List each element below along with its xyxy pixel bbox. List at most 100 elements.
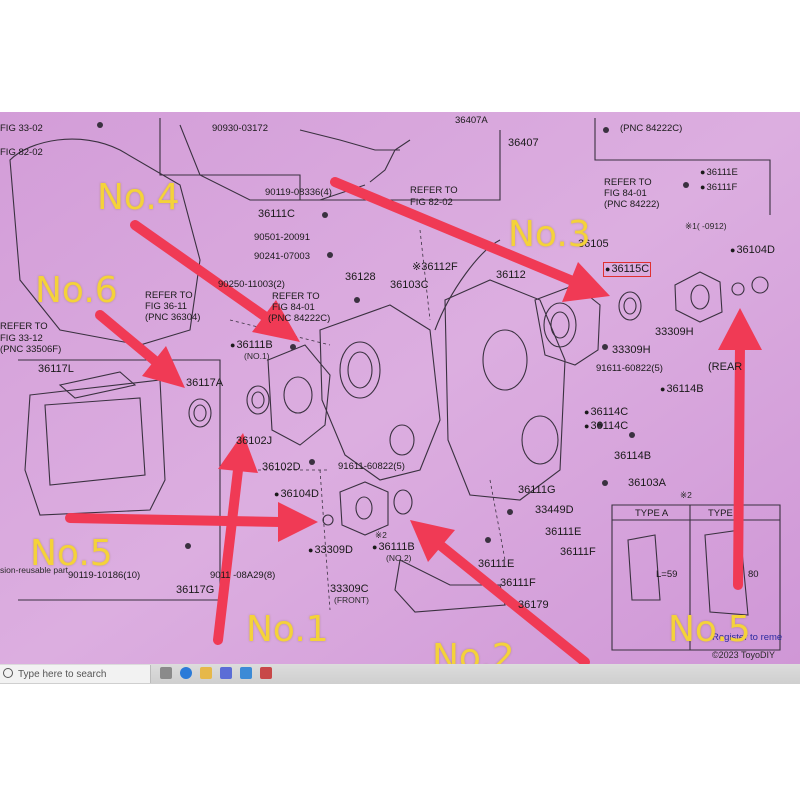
ref-fig33-02: FIG 33-02: [0, 123, 43, 134]
copyright: ©2023 ToyoDIY: [712, 650, 776, 660]
ref-refer-to-5: REFER TO: [604, 177, 652, 188]
part-33309d: 33309D: [308, 545, 353, 556]
part-36102d: 36102D: [262, 461, 301, 473]
part-36111f-bottom-2: 36111F: [500, 577, 536, 589]
part-36111c: 36111C: [258, 208, 295, 220]
part-36117g: 36117G: [176, 584, 215, 596]
arrow-no3: [330, 177, 610, 302]
ref-pnc33506f: (PNC 33506F): [0, 344, 62, 355]
ref-refer-to-4: REFER TO: [0, 321, 48, 332]
part-36111e-bottom-2: 36111E: [478, 558, 515, 570]
arrow-no6: [95, 310, 185, 388]
part-36407a: 36407A: [455, 115, 488, 126]
part-36114b-1: 36114B: [660, 384, 703, 395]
annotation-arrows: [65, 177, 762, 667]
callout-no5-left: No.5: [30, 533, 113, 574]
type-a: TYPE A: [635, 508, 669, 519]
arrow-no1: [213, 433, 258, 645]
label-no1: (NO.1): [244, 351, 270, 361]
part-36111b-no1: 36111B: [230, 340, 272, 351]
footnote-mark1: ※1( -0912): [685, 221, 727, 231]
dimension-l59: L=59: [656, 569, 678, 580]
part-33449d: 33449D: [535, 504, 574, 516]
part-91611-60822-right: 91611-60822(5): [596, 363, 663, 374]
part-36112: 36112: [496, 269, 526, 281]
ref-pnc84222c-top: (PNC 84222C): [620, 123, 683, 134]
task-view-icon[interactable]: [160, 667, 172, 679]
app-icon[interactable]: [260, 667, 272, 679]
part-33309h-1: 33309H: [655, 326, 694, 338]
register-text[interactable]: Register to reme: [712, 632, 783, 643]
part-36111e-bottom: 36111E: [545, 526, 582, 538]
part-91611-60822-center: 91611-60822(5): [338, 461, 405, 472]
ref-fig84-01-right: FIG 84-01: [604, 188, 647, 199]
part-33309c: 33309C: [330, 583, 369, 595]
part-36111f-bottom-1: 36111F: [560, 546, 596, 558]
ref-fig33-12: FIG 33-12: [0, 333, 43, 344]
label-front: (FRONT): [334, 595, 369, 605]
mail-icon[interactable]: [240, 667, 252, 679]
part-36128: 36128: [345, 271, 376, 283]
bolt-marks: [97, 122, 689, 549]
ref-pnc84222: (PNC 84222): [604, 199, 660, 210]
ref-pnc36304: (PNC 36304): [145, 312, 201, 323]
edge-icon[interactable]: [180, 667, 192, 679]
ref-fig36-11: FIG 36-11: [145, 301, 188, 312]
part-90930-03172: 90930-03172: [212, 123, 268, 134]
search-placeholder: Type here to search: [18, 669, 107, 680]
part-90119-08336: 90119-08336(4): [265, 187, 332, 198]
ref-refer-to-3: REFER TO: [145, 290, 193, 301]
part-90119-10186: 90119-10186(10): [68, 570, 141, 581]
part-36102j: 36102J: [236, 435, 273, 447]
ref-fig82-02-left: FIG 82-02: [0, 147, 43, 158]
part-36115c: 36115C: [602, 262, 652, 277]
part-33309h-2: 33309H: [612, 344, 651, 356]
non-reusable-note: sion-reusable part: [0, 565, 69, 575]
part-36111e-top-right: 36111E: [700, 168, 737, 178]
part-36407: 36407: [508, 137, 539, 149]
search-icon: [3, 668, 13, 678]
part-36114b-2: 36114B: [614, 450, 652, 462]
arrow-no5-left: [65, 502, 318, 542]
ref-refer-to-1: REFER TO: [410, 185, 458, 196]
part-36103a: 36103A: [628, 477, 666, 489]
arrow-no4: [130, 220, 300, 342]
part-36104d-front: 36104D: [274, 489, 319, 500]
ref-fig84-01: FIG 84-01: [272, 302, 315, 313]
callout-no4: No.4: [97, 177, 180, 218]
file-explorer-icon[interactable]: [200, 667, 212, 679]
arrow-no5-right: [718, 308, 762, 590]
label-no2: (NO.2): [386, 553, 412, 563]
footnote-mark2-type: ※2: [680, 490, 692, 500]
callout-no3: No.3: [508, 214, 591, 255]
part-90241-07003: 90241-07003: [254, 251, 310, 262]
part-36117l: 36117L: [38, 363, 74, 375]
footnote-mark2-front: ※2: [375, 530, 387, 540]
part-90250-11003: 90250-11003(2): [218, 279, 285, 290]
part-36114c-2: 36114C: [584, 421, 628, 432]
part-90501-20091: 90501-20091: [254, 232, 310, 243]
callout-no6: No.6: [35, 270, 118, 311]
part-36179: 36179: [518, 599, 549, 611]
arrow-no2: [410, 520, 590, 667]
callout-no1: No.1: [246, 609, 329, 650]
part-36111b-no2: 36111B: [372, 542, 414, 553]
part-90119-08a29: 9011 -08A29(8): [210, 570, 276, 581]
part-36111g: 36111G: [518, 484, 556, 496]
part-36104d-rear: 36104D: [730, 245, 775, 256]
callout-no5-right: No.5: [668, 609, 751, 650]
part-36105: 36105: [578, 238, 609, 250]
store-icon[interactable]: [220, 667, 232, 679]
ref-refer-to-2: REFER TO: [272, 291, 320, 302]
part-36114c-1: 36114C: [584, 407, 628, 418]
taskbar-search-input[interactable]: Type here to search: [0, 665, 151, 683]
type-b: TYPE: [708, 508, 733, 519]
ref-fig82-02-center: FIG 82-02: [410, 197, 453, 208]
part-36111f-top-right: 36111F: [700, 183, 737, 193]
ref-pnc84222c: (PNC 84222C): [268, 313, 331, 324]
part-36117a: 36117A: [186, 377, 224, 389]
label-rear: (REAR: [708, 361, 743, 373]
part-36103c: 36103C: [390, 279, 429, 291]
part-36112f: ※36112F: [412, 261, 458, 273]
dimension-80: 80: [748, 569, 759, 580]
